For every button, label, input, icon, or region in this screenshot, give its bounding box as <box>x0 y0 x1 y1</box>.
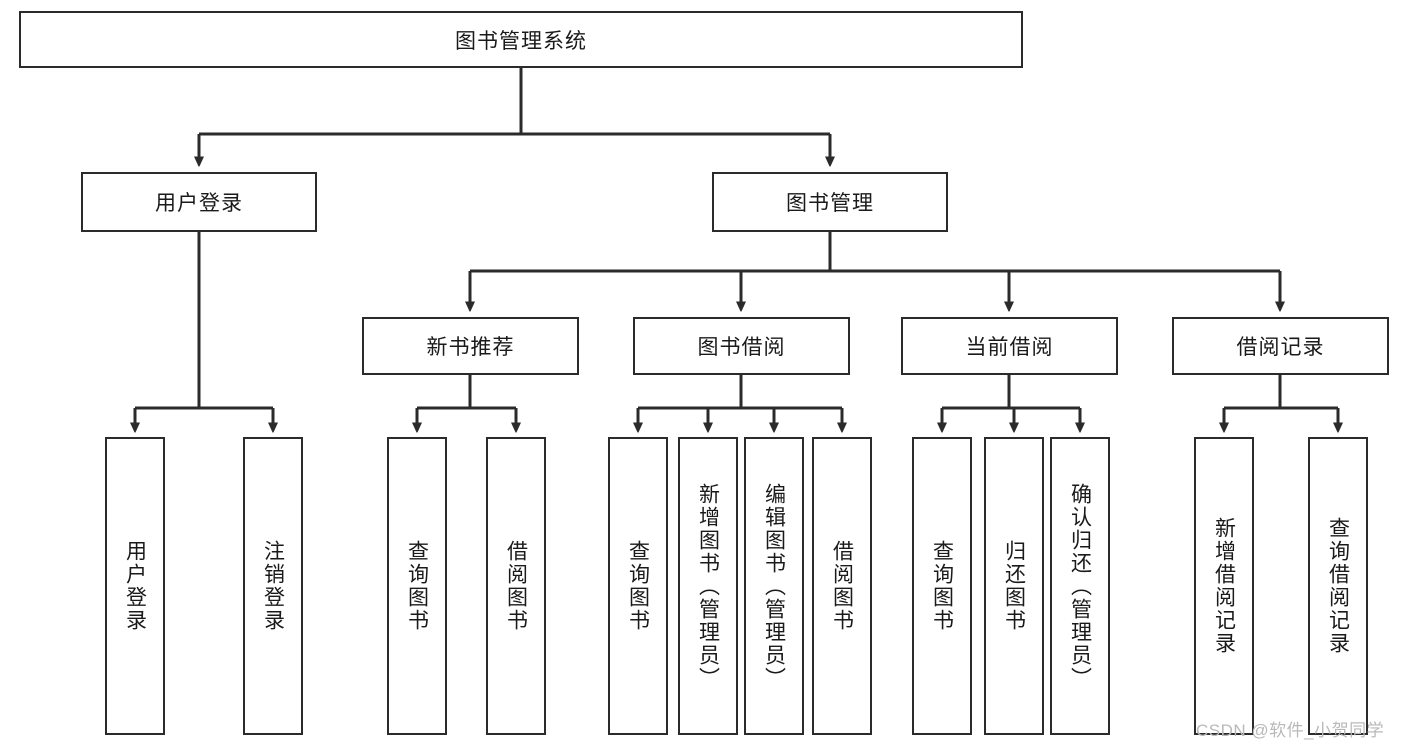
node-leaf-borrow-book-rec[interactable]: 借阅图书 <box>486 437 546 735</box>
node-label: 图书管理系统 <box>455 29 587 53</box>
node-leaf-add-book-admin[interactable]: 新增图书（管理员） <box>678 437 738 735</box>
node-label: 新增图书（管理员） <box>696 482 720 690</box>
node-label: 查询图书 <box>626 540 650 632</box>
node-label: 用户登录 <box>123 540 147 632</box>
node-label: 图书借阅 <box>697 336 786 359</box>
node-label: 确认归还（管理员） <box>1068 482 1092 690</box>
node-leaf-query-book-rec[interactable]: 查询图书 <box>387 437 447 735</box>
node-label: 新书推荐 <box>426 336 515 359</box>
node-leaf-query-borrow-record[interactable]: 查询借阅记录 <box>1308 437 1368 735</box>
node-label: 用户登录 <box>155 192 243 215</box>
node-label: 借阅图书 <box>504 540 528 632</box>
node-new-book-recommend[interactable]: 新书推荐 <box>362 317 579 375</box>
node-leaf-add-borrow-record[interactable]: 新增借阅记录 <box>1194 437 1254 735</box>
node-label: 当前借阅 <box>965 336 1054 359</box>
node-leaf-return-book[interactable]: 归还图书 <box>984 437 1044 735</box>
node-label: 查询图书 <box>405 540 429 632</box>
csdn-watermark: CSDN @软件_小贺同学 <box>1196 721 1385 740</box>
node-label: 归还图书 <box>1002 540 1026 632</box>
node-leaf-user-logout[interactable]: 注销登录 <box>243 437 303 735</box>
node-leaf-confirm-return-admin[interactable]: 确认归还（管理员） <box>1050 437 1110 735</box>
node-label: 借阅记录 <box>1236 336 1325 359</box>
node-leaf-borrow-book-bw[interactable]: 借阅图书 <box>812 437 872 735</box>
node-current-borrow[interactable]: 当前借阅 <box>901 317 1118 375</box>
node-label: 编辑图书（管理员） <box>762 482 786 690</box>
node-leaf-edit-book-admin[interactable]: 编辑图书（管理员） <box>744 437 804 735</box>
node-label: 借阅图书 <box>830 540 854 632</box>
node-label: 查询图书 <box>930 540 954 632</box>
node-leaf-query-book-cur[interactable]: 查询图书 <box>912 437 972 735</box>
node-borrow-record[interactable]: 借阅记录 <box>1172 317 1389 375</box>
node-leaf-query-book-bw[interactable]: 查询图书 <box>608 437 668 735</box>
node-label: 查询借阅记录 <box>1326 517 1350 655</box>
node-user-login[interactable]: 用户登录 <box>81 172 317 232</box>
node-book-manage[interactable]: 图书管理 <box>712 172 948 232</box>
node-leaf-user-login[interactable]: 用户登录 <box>105 437 165 735</box>
node-label: 注销登录 <box>261 540 285 632</box>
node-book-borrow[interactable]: 图书借阅 <box>633 317 850 375</box>
node-label: 新增借阅记录 <box>1212 517 1236 655</box>
node-label: 图书管理 <box>786 192 874 215</box>
node-root[interactable]: 图书管理系统 <box>19 11 1023 68</box>
